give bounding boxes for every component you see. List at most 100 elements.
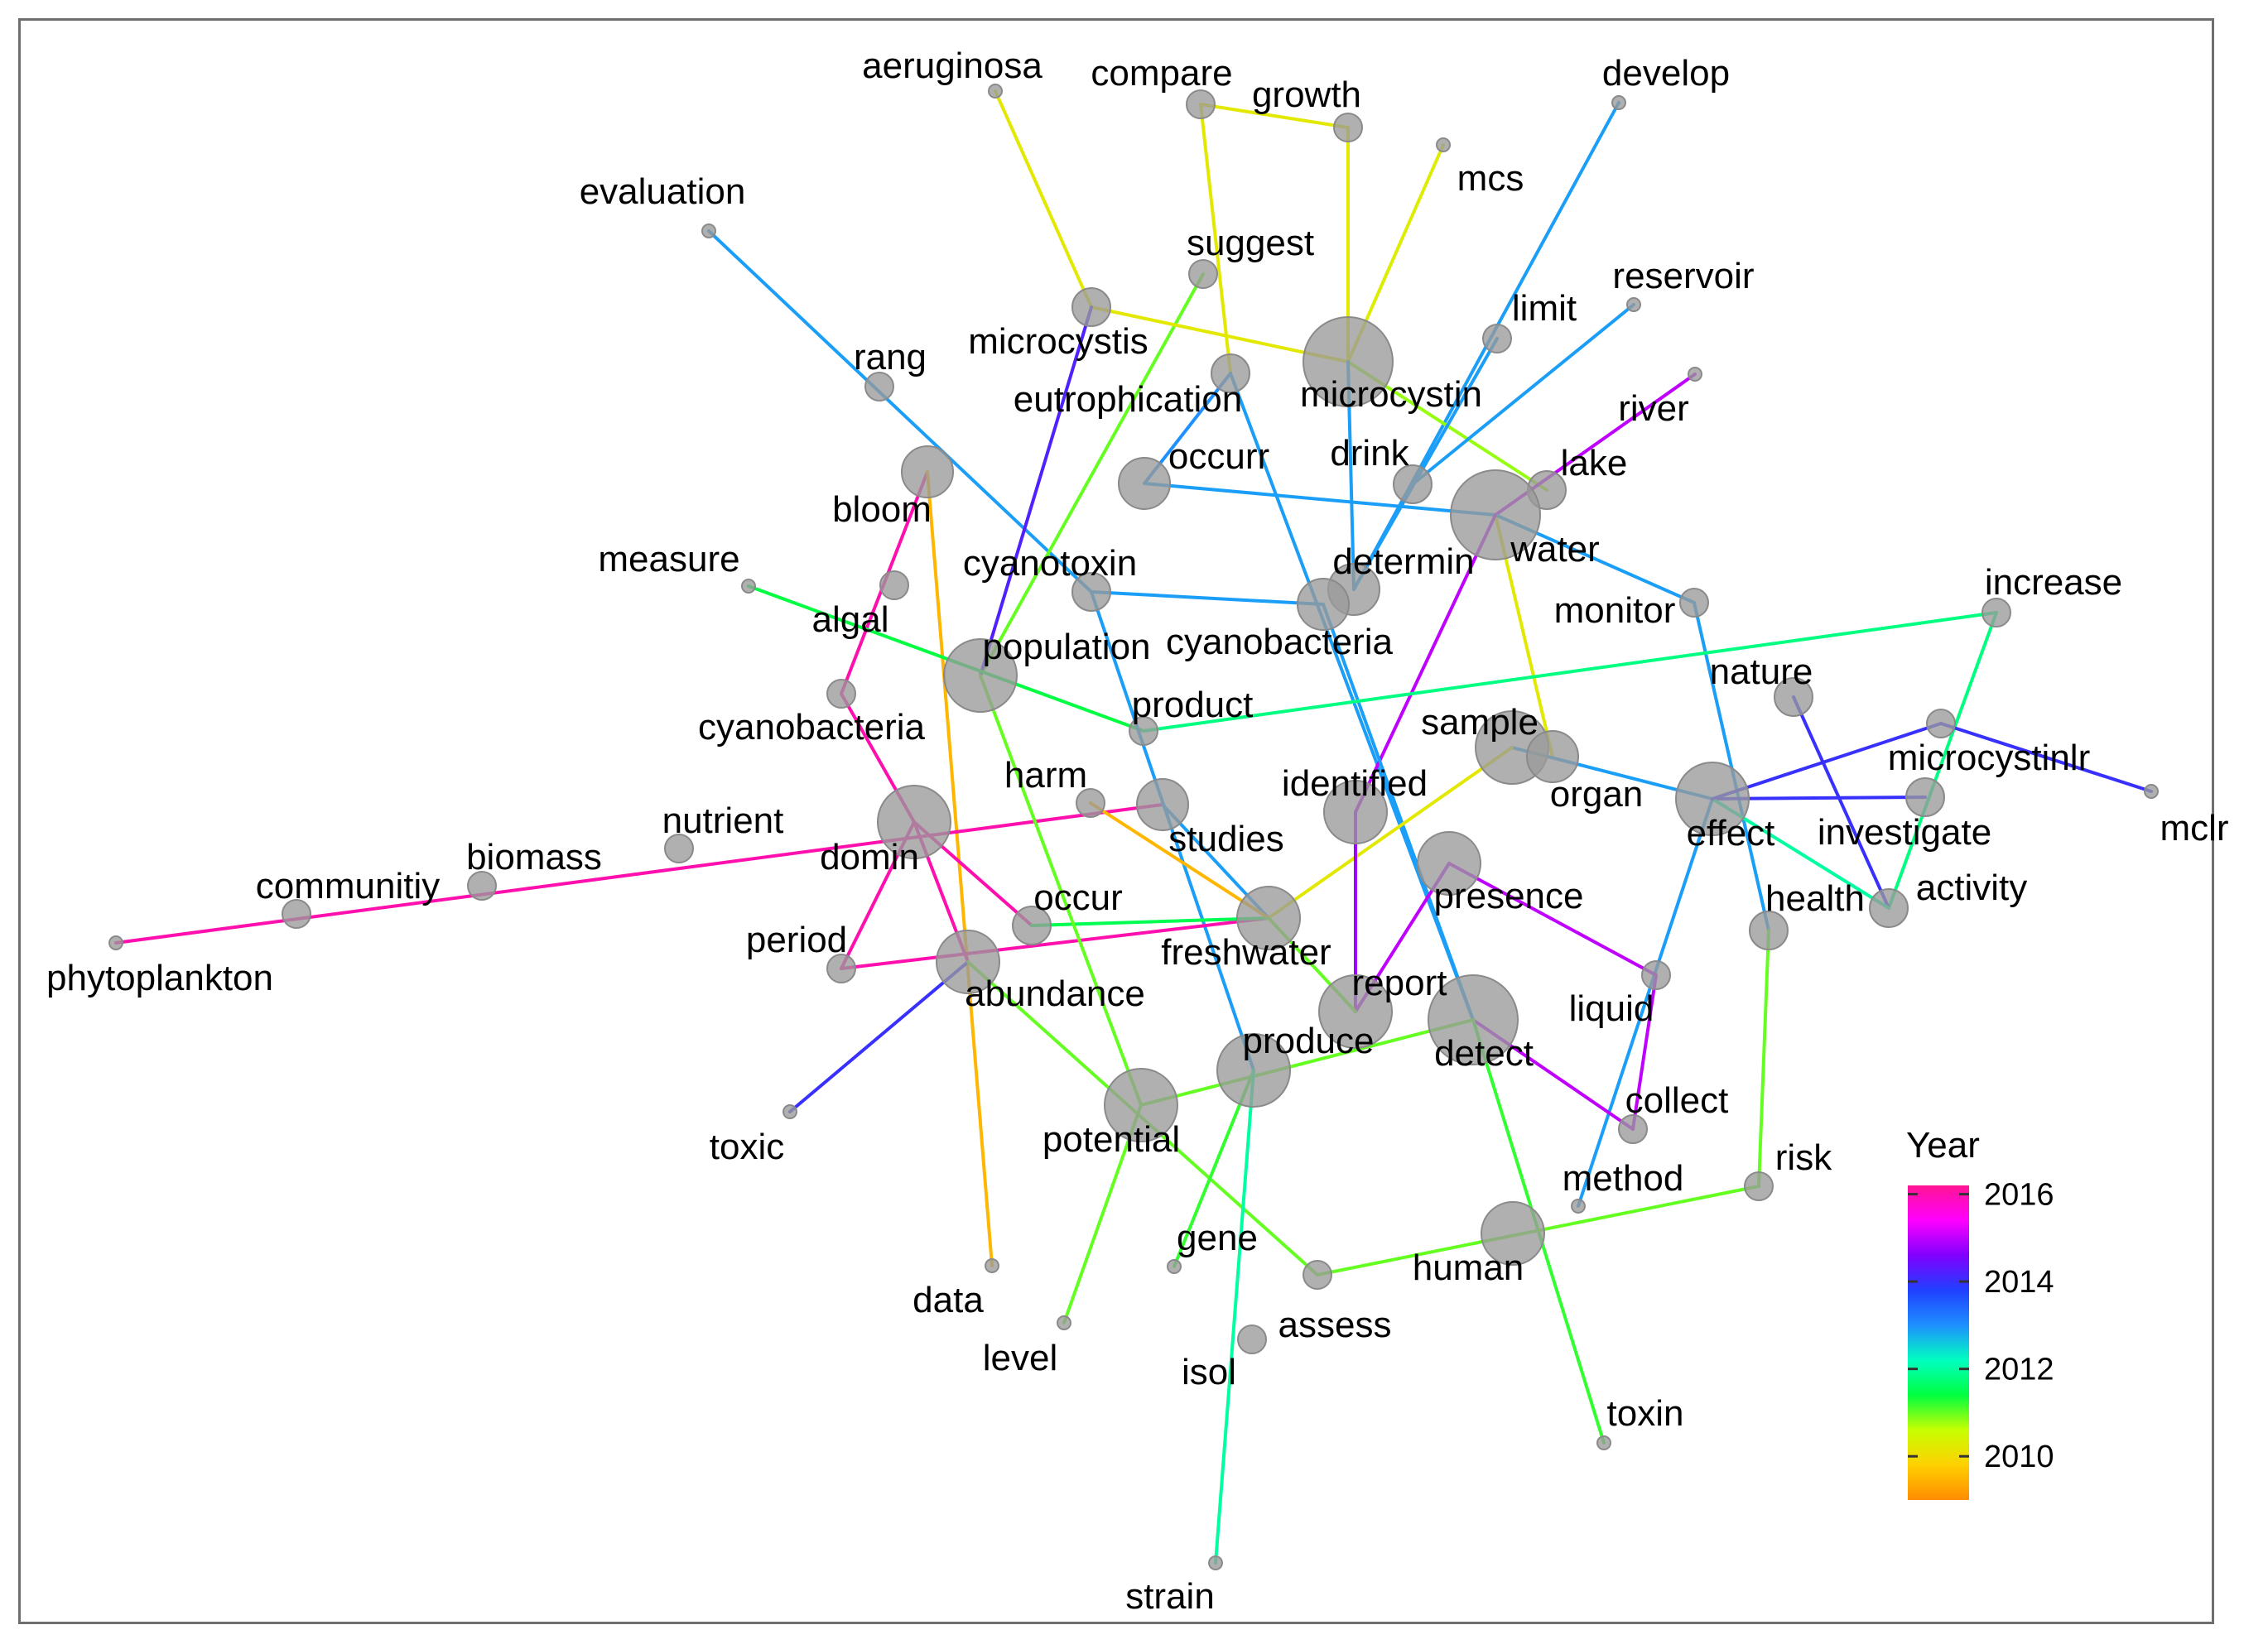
node-algal[interactable] (879, 570, 909, 600)
node-occurr[interactable] (1118, 457, 1171, 510)
node-microcystis[interactable] (1071, 287, 1111, 327)
node-biomass[interactable] (467, 871, 497, 901)
node-domin[interactable] (877, 785, 951, 859)
node-period[interactable] (826, 954, 856, 983)
node-phytoplankton[interactable] (108, 935, 123, 950)
node-presence[interactable] (1417, 831, 1481, 896)
node-cyanobacteria1[interactable] (826, 679, 856, 709)
label-health: health (1765, 878, 1865, 919)
node-organ[interactable] (1526, 730, 1579, 783)
node-abundance[interactable] (936, 930, 1000, 994)
edge-potential-detect (1139, 1018, 1475, 1107)
node-river[interactable] (1688, 367, 1702, 382)
node-microcystinlr[interactable] (1926, 709, 1956, 738)
label-determin: determin (1332, 541, 1474, 582)
node-detect[interactable] (1428, 974, 1519, 1065)
node-gene[interactable] (1167, 1259, 1182, 1274)
label-potential: potential (1043, 1119, 1180, 1160)
node-nutrient[interactable] (664, 834, 694, 863)
node-product[interactable] (1129, 716, 1158, 746)
node-level[interactable] (1057, 1315, 1071, 1330)
node-liquid[interactable] (1641, 960, 1671, 990)
edge-occur-freshwater (1030, 916, 1270, 927)
label-monitor: monitor (1554, 590, 1676, 631)
node-monitor[interactable] (1679, 588, 1709, 618)
node-toxin[interactable] (1596, 1435, 1611, 1450)
label-activity: activity (1916, 868, 2027, 908)
node-assess[interactable] (1303, 1260, 1332, 1290)
node-health[interactable] (1749, 911, 1789, 950)
label-algal: algal (812, 599, 889, 640)
node-nature[interactable] (1774, 677, 1813, 717)
edge-population-potential (979, 674, 1143, 1107)
node-cyanobacteria2[interactable] (1297, 578, 1350, 631)
node-mcs[interactable] (1436, 137, 1451, 152)
node-cyanotoxin[interactable] (1071, 572, 1111, 612)
edge-measure-product (747, 584, 1145, 733)
edges-layer (114, 89, 2153, 1565)
edge-compare-growth (1199, 103, 1350, 129)
node-report[interactable] (1318, 974, 1393, 1049)
edge-increase-activity (1887, 611, 1998, 910)
node-risk[interactable] (1744, 1171, 1774, 1201)
edge-cyanotoxin-cyanobacteria2 (1090, 590, 1325, 606)
node-increase[interactable] (1981, 598, 2011, 627)
label-microcystis: microcystis (968, 321, 1148, 362)
node-activity[interactable] (1869, 888, 1909, 928)
label-lake: lake (1561, 443, 1628, 483)
node-evaluation[interactable] (701, 224, 716, 238)
label-toxin: toxin (1607, 1393, 1684, 1434)
node-occur[interactable] (1012, 906, 1052, 945)
node-toxic[interactable] (782, 1104, 797, 1119)
node-mclr[interactable] (2144, 784, 2159, 799)
node-isol[interactable] (1237, 1324, 1267, 1354)
node-effect[interactable] (1675, 762, 1750, 836)
node-eutrophication[interactable] (1211, 353, 1250, 393)
node-method[interactable] (1571, 1199, 1586, 1214)
edge-produce-strain (1214, 1069, 1255, 1565)
node-drink[interactable] (1393, 464, 1433, 504)
node-data[interactable] (985, 1258, 999, 1273)
node-limit[interactable] (1482, 324, 1512, 353)
node-investigate[interactable] (1905, 777, 1945, 817)
node-studies[interactable] (1136, 778, 1189, 831)
edge-evaluation-cyanotoxin (707, 229, 1093, 594)
node-rang[interactable] (864, 372, 894, 401)
node-freshwater[interactable] (1236, 886, 1301, 950)
label-human: human (1413, 1248, 1524, 1288)
node-population[interactable] (943, 638, 1018, 713)
node-bloom[interactable] (901, 445, 954, 498)
node-suggest[interactable] (1188, 259, 1218, 289)
edge-bloom-data (926, 470, 994, 1267)
label-gene: gene (1177, 1218, 1258, 1258)
node-communitiy[interactable] (282, 899, 311, 929)
label-level: level (983, 1338, 1058, 1378)
node-collect[interactable] (1618, 1114, 1648, 1144)
legend-colorbar (1908, 1185, 1969, 1500)
node-measure[interactable] (741, 579, 756, 594)
edge-suggest-population (979, 272, 1205, 677)
node-aeruginosa[interactable] (988, 84, 1003, 99)
node-human[interactable] (1481, 1201, 1545, 1266)
node-harm[interactable] (1076, 788, 1105, 818)
label-aeruginosa: aeruginosa (862, 46, 1043, 86)
node-identified[interactable] (1323, 780, 1388, 844)
node-produce[interactable] (1216, 1033, 1291, 1108)
label-report: report (1352, 963, 1447, 1003)
node-develop[interactable] (1611, 95, 1626, 110)
legend-tick-label-2010: 2010 (1984, 1440, 2054, 1474)
node-strain[interactable] (1208, 1555, 1223, 1570)
node-reservoir[interactable] (1626, 297, 1641, 312)
label-sample: sample (1421, 702, 1538, 743)
label-communitiy: communitiy (256, 866, 441, 906)
edge-cyanobacteria2-detect (1322, 603, 1475, 1022)
node-water[interactable] (1450, 469, 1541, 560)
node-microcystin[interactable] (1303, 316, 1394, 407)
label-mclr: mclr (2160, 808, 2228, 849)
edge-cyanotoxin-produce (1090, 590, 1255, 1072)
label-bloom: bloom (832, 489, 932, 530)
edge-microcystinlr-mclr (1939, 722, 2153, 793)
node-compare[interactable] (1186, 89, 1216, 119)
node-growth[interactable] (1333, 113, 1363, 142)
node-potential[interactable] (1104, 1068, 1178, 1142)
